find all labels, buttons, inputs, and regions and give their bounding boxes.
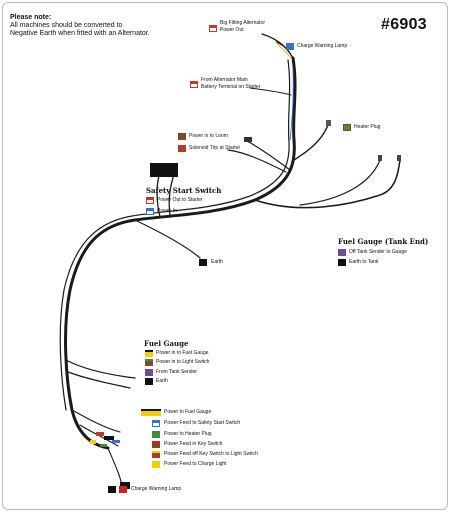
label-big-fitting-alternator: Big Fitting Alternator [220,20,266,26]
swatch-green [343,124,351,131]
swatch-yellow-black-2 [141,409,161,416]
label-power-in-to-fuel-gauge: Power in to Fuel Gauge [156,350,209,356]
label-power-feed-off-key: Power Feed off Key Switch to Light Switc… [164,451,258,457]
harness-end-connector [120,482,130,489]
wire-earth [134,219,201,259]
label-power-to-fuel-gauge: Power to Fuel Gauge [164,409,212,415]
wire-lower-1 [71,409,121,433]
swatch-red-brown [178,145,186,152]
heading-fuel-gauge: Fuel Gauge [144,339,189,348]
label-off-tank-sender: Off Tank Sender to Gauge [349,249,407,255]
label-heater-plug: Heater Plug [354,124,381,130]
main-trunk-shadow [59,59,291,411]
wire-battery-terminal [249,87,292,96]
label-power-feed-charge: Power Feed to Charge Light [164,461,227,467]
swatch-black-bottom [108,486,116,493]
heater-plug-terminal [326,120,331,126]
swatch-red-bottom [119,486,127,493]
swatch-brown-green [145,359,153,366]
label-power-in-to-light-switch: Power in to Light Switch [156,359,210,365]
label-from-tank-sender: From Tank Sender [156,369,198,375]
swatch-black-tank [338,259,346,266]
wire-loom-2 [227,149,287,173]
swatch-black-earth [199,259,207,266]
swatch-purple-2 [145,369,153,376]
wire-fuel-gauge-2 [67,371,131,389]
wire-charge-lamp-top [275,41,294,59]
swatch-blue-white [152,420,160,427]
swatch-yellow [152,461,160,468]
wire-blue-tint [289,69,294,141]
safety-switch-connector [150,163,178,177]
swatch-purple [338,249,346,256]
label-from-alternator-main: From Alternator Main [201,77,248,83]
swatch-red-white-2 [190,81,198,88]
wire-loom-1 [244,139,291,171]
tank-end-terminal-2 [378,155,382,161]
swatch-red-white [209,25,217,32]
heading-fuel-gauge-tank-end: Fuel Gauge (Tank End) [338,237,429,246]
swatch-red-white-3 [146,197,154,204]
wire-lower-2 [79,424,119,447]
heading-safety-start-switch: Safety Start Switch [146,186,222,195]
note-line-2: Negative Earth when fitted with an Alter… [10,30,150,37]
label-earth-to-tank: Earth to Tank [349,259,379,265]
note-title: Please note: [10,14,52,21]
label-battery-terminal: Battery Terminal on Starter [201,84,261,90]
label-power-out: Power Out [220,27,244,33]
main-trunk [64,56,297,450]
swatch-green-2 [152,431,160,438]
label-charge-warning-lamp-top: Charge Warning Lamp [297,43,348,49]
label-earth-fuel: Earth [156,378,168,384]
wire-tank-end [254,159,401,209]
label-earth-mid: Earth [211,259,223,265]
tank-end-terminal [397,155,401,161]
label-charge-warning-lamp-bottom: Charge Warning Lamp [131,486,182,492]
label-power-in-to-loom: Power in to Loom [189,133,228,139]
label-power-to-heater-plug: Power to Heater Plug [164,431,212,437]
note-block: Please note: All machines should be conv… [10,14,150,38]
wire-fuel-gauge [65,359,136,379]
swatch-yellow-black [145,350,153,357]
wire-yellow-tint [275,41,292,59]
label-power-feed-key: Power Feed in Key Switch [164,441,223,447]
wire-charge-lamp-bottom [107,447,123,487]
label-power-feed-safety: Power Feed to Safety Start Switch [164,420,241,426]
wire-tank-end-2 [299,159,381,206]
loom-connector [244,137,252,142]
label-power-in: Power In [157,208,177,214]
swatch-blue [286,43,294,50]
swatch-black-fuel [145,378,153,385]
swatch-brown-red [152,441,160,448]
part-number: #6903 [381,16,427,33]
lower-connectors [90,432,120,447]
swatch-brown [178,133,186,140]
wire-heater-plug [293,124,329,161]
diagram-frame [2,2,448,510]
label-power-out-to-starter: Power Out to Starter [157,197,203,203]
note-line-1: All machines should be converted to [10,22,123,29]
swatch-red-brown-2 [152,451,160,458]
label-solenoid-trip: Solenoid Trip at Starter [189,145,241,151]
swatch-blue-2 [146,208,154,215]
